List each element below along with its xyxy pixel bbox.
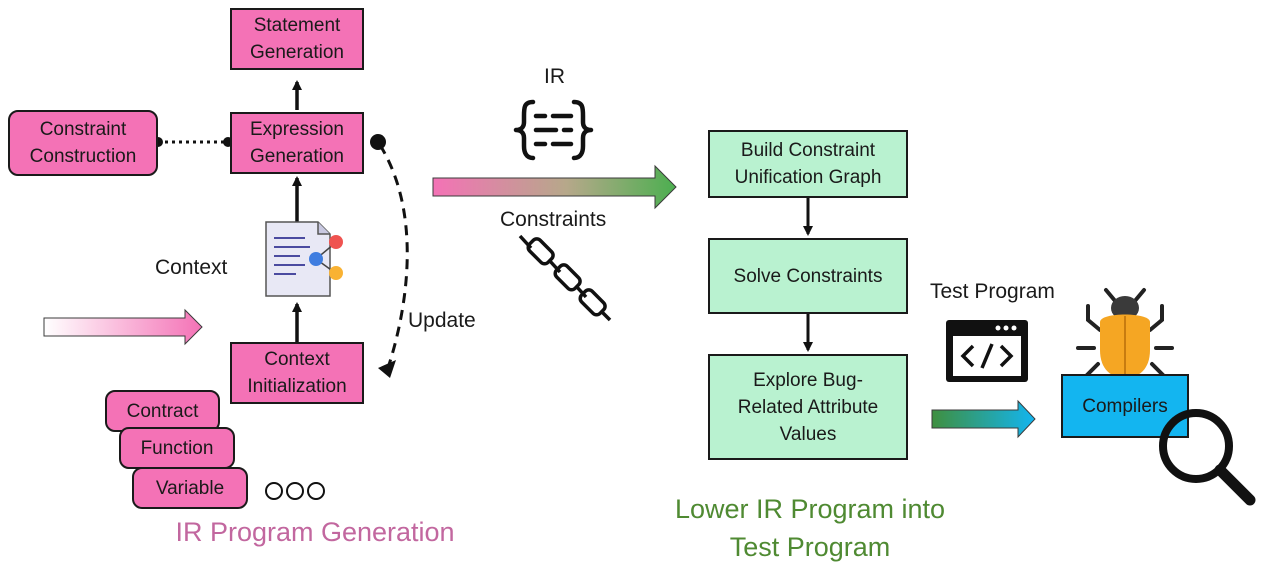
bug-icon	[1076, 288, 1174, 380]
build-graph-box: Build Constraint Unification Graph	[708, 130, 908, 198]
json-braces-icon	[513, 99, 594, 161]
stack-item-variable: Variable	[132, 467, 248, 509]
output-arrow	[931, 399, 1036, 439]
ir-label: IR	[544, 65, 565, 88]
stack-item-function: Function	[119, 427, 235, 469]
ellipsis-oval	[307, 482, 325, 500]
test-program-label: Test Program	[930, 280, 1055, 303]
context-initialization-box: Context Initialization	[230, 342, 364, 404]
ir-transfer-arrow	[432, 164, 677, 210]
solve-constraints-box: Solve Constraints	[708, 238, 908, 314]
expression-generation-box: Expression Generation	[230, 112, 364, 174]
update-arrowhead	[378, 360, 396, 378]
ellipsis-ovals	[265, 482, 325, 500]
lower-ir-caption: Lower IR Program into Test Program	[674, 494, 946, 562]
context-label: Context	[155, 256, 228, 279]
explore-values-box: Explore Bug- Related Attribute Values	[708, 354, 908, 460]
statement-generation-box: Statement Generation	[230, 8, 364, 70]
input-arrow	[43, 308, 203, 346]
constraints-label: Constraints	[500, 208, 607, 231]
code-window-icon	[946, 320, 1028, 382]
update-label: Update	[408, 309, 476, 332]
document-icon	[265, 221, 343, 297]
ir-program-generation-caption: IR Program Generation	[175, 517, 455, 547]
ellipsis-oval	[286, 482, 304, 500]
chain-icon	[518, 234, 612, 322]
ellipsis-oval	[265, 482, 283, 500]
magnifier-icon	[1159, 409, 1256, 506]
constraint-construction-box: Constraint Construction	[8, 110, 158, 176]
